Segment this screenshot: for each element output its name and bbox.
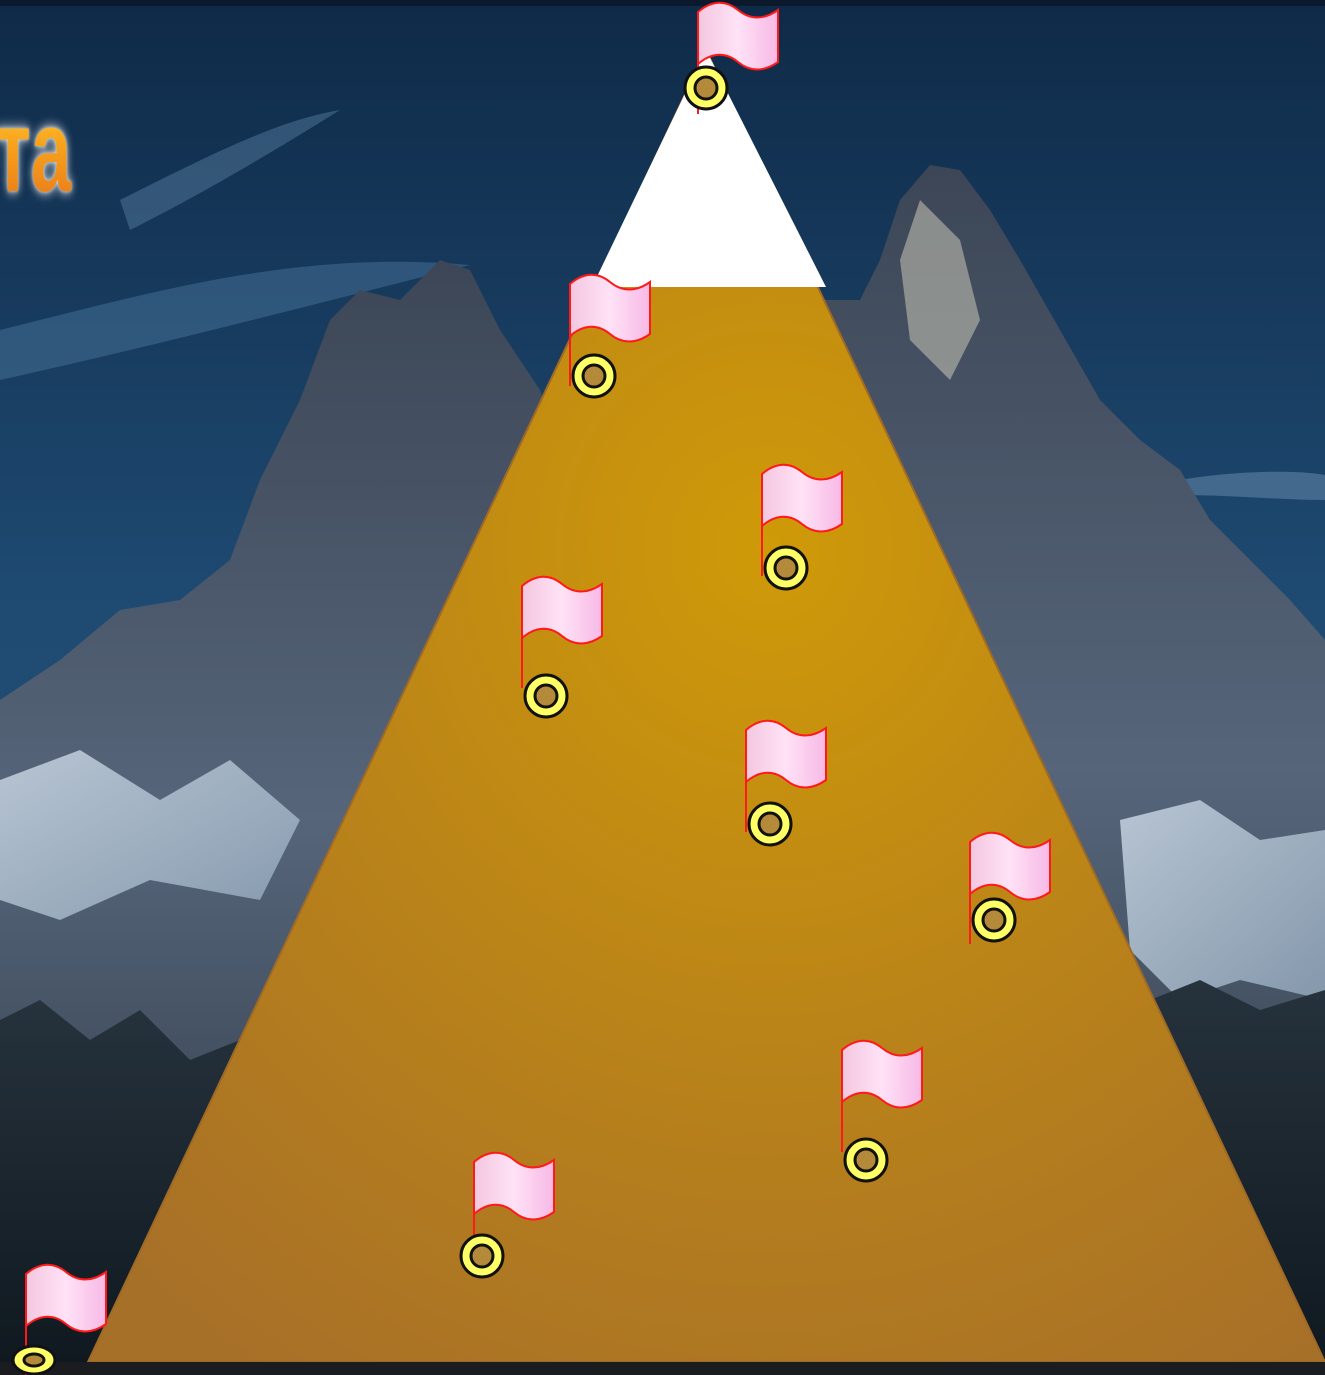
- bottom-border: [0, 1362, 1325, 1375]
- ring-marker-icon[interactable]: [973, 899, 1015, 941]
- ring-marker-icon[interactable]: [749, 803, 791, 845]
- ring-marker-icon[interactable]: [573, 355, 615, 397]
- ring-marker-icon[interactable]: [685, 67, 727, 109]
- ring-marker-icon[interactable]: [765, 547, 807, 589]
- top-border: [0, 0, 1325, 6]
- ring-marker-icon[interactable]: [845, 1139, 887, 1181]
- slide-title: ота: [0, 92, 71, 210]
- ring-marker-icon[interactable]: [461, 1235, 503, 1277]
- ring-marker-icon[interactable]: [525, 675, 567, 717]
